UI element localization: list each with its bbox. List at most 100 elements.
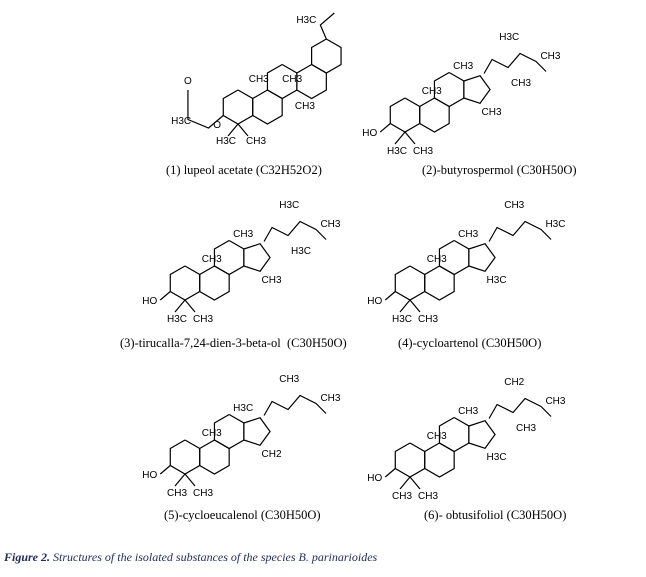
atom-label: CH3	[320, 392, 341, 404]
hydroxyl-bond	[384, 468, 396, 478]
ring-a	[169, 439, 201, 475]
compound-caption-1: (1) lupeol acetate (C32H52O2)	[166, 163, 322, 177]
methyl-bond	[174, 473, 186, 487]
atom-label: HO	[362, 128, 378, 139]
ring-d	[468, 420, 496, 449]
methyl-bond	[184, 473, 196, 487]
ring-d	[468, 243, 496, 272]
compound-name: (5)-cycloeucalenol	[164, 508, 258, 522]
figure-label: Figure 2.	[4, 550, 51, 564]
atom-label: HO	[142, 470, 158, 481]
ring-a	[169, 265, 201, 301]
molecular-formula: C30H50O	[291, 336, 343, 350]
molecular-formula: C30H50O	[485, 336, 538, 350]
atom-label: CH3	[279, 373, 300, 385]
compound-name: (1) lupeol acetate	[166, 163, 253, 177]
compound-caption-5: (5)-cycloeucalenol (C30H50O)	[164, 508, 321, 522]
atom-label: CH3	[413, 146, 434, 157]
atom-label: CH3	[481, 107, 502, 118]
atom-label: HO	[142, 296, 158, 307]
ring-a	[394, 265, 426, 301]
atom-label: H3C	[279, 199, 300, 211]
atom-label: CH3	[282, 74, 303, 85]
atom-label: CH3	[453, 60, 474, 72]
atom-label: CH3	[458, 405, 479, 417]
molecular-formula: C30H50O	[265, 508, 317, 522]
isopropenyl-group	[319, 12, 335, 40]
ring-b	[419, 97, 450, 133]
atom-label: CH3	[233, 228, 254, 240]
methyl-bond	[404, 131, 416, 145]
ring-a	[222, 89, 254, 125]
ring-b	[199, 265, 230, 301]
compound-name: (2)-butyrospermol	[422, 163, 514, 177]
atom-label: CH3	[511, 77, 532, 89]
methyl-bond	[237, 123, 249, 137]
ring-d	[463, 75, 491, 104]
atom-label: CH3	[421, 86, 442, 97]
methyl-bond	[399, 476, 411, 490]
atom-label: H3C	[171, 116, 192, 127]
atom-label: O	[183, 76, 192, 87]
side-chain	[263, 394, 327, 416]
compound-name: (4)-cycloartenol	[398, 336, 479, 350]
ring-b	[199, 439, 230, 475]
hydroxyl-bond	[379, 123, 391, 133]
atom-label: H3C	[392, 314, 413, 325]
atom-label: H3C	[545, 218, 566, 230]
atom-label: CH3	[426, 254, 447, 265]
chemical-structures	[159, 12, 552, 490]
atom-label: CH3	[516, 422, 537, 434]
figure-caption: Figure 2. Structures of the isolated sub…	[4, 550, 377, 565]
ring-a	[389, 97, 421, 133]
atom-label: CH3	[193, 314, 214, 325]
atom-label: CH3	[201, 254, 222, 265]
atom-label: H3C	[216, 136, 237, 147]
atom-label: CH3	[201, 428, 222, 439]
hydroxyl-bond	[384, 291, 396, 301]
figure-caption-text: Structures of the isolated substances of…	[53, 550, 378, 564]
acetate-group	[187, 90, 224, 129]
side-chain	[263, 220, 327, 242]
methyl-bond	[174, 299, 186, 313]
side-chain	[483, 52, 547, 74]
compound-caption-3: (3)-tirucalla-7,24-dien-3-beta-ol (C30H5…	[120, 336, 347, 350]
atom-label: HO	[367, 473, 383, 484]
compound-caption-6: (6)- obtusifoliol (C30H50O)	[424, 508, 567, 522]
molecular-formula: C30H50O	[520, 163, 573, 177]
atom-label: CH3	[418, 491, 439, 502]
atom-label: CH3	[545, 395, 566, 407]
atom-label: H3C	[499, 31, 520, 43]
atom-label: CH3	[320, 218, 341, 230]
atom-label: H3C	[387, 146, 408, 157]
atom-label: H3C	[291, 245, 312, 257]
ring-b	[252, 89, 283, 125]
methyl-bond	[409, 476, 421, 490]
atom-label: CH3	[246, 136, 267, 147]
atom-label: CH2	[261, 449, 282, 460]
atom-label: H3C	[167, 314, 188, 325]
side-chain	[488, 220, 552, 242]
ring-d	[243, 243, 271, 272]
atom-label: CH3	[426, 431, 447, 442]
atom-label: CH3	[458, 228, 479, 240]
methyl-bond	[399, 299, 411, 313]
compound-caption-2: (2)-butyrospermol (C30H50O)	[422, 163, 577, 177]
methyl-bond	[394, 131, 406, 145]
atom-label: HO	[367, 296, 383, 307]
compound-name: (3)-tirucalla-7,24-dien-3-beta-ol	[120, 336, 281, 350]
atom-label: CH3	[418, 314, 439, 325]
atom-label: CH2	[504, 376, 525, 388]
atom-label: CH3	[193, 488, 214, 499]
side-chain	[488, 397, 552, 419]
molecular-formula: C30H50O	[510, 508, 563, 522]
compound-name: (6)- obtusifoliol	[424, 508, 504, 522]
methyl-bond	[184, 299, 196, 313]
atom-label: CH3	[540, 50, 561, 62]
atom-label: CH3	[504, 199, 525, 211]
atom-label: CH3	[261, 275, 282, 286]
atom-label: CH3	[392, 491, 413, 502]
atom-label: CH3	[167, 488, 188, 499]
atom-label: CH3	[248, 74, 269, 85]
